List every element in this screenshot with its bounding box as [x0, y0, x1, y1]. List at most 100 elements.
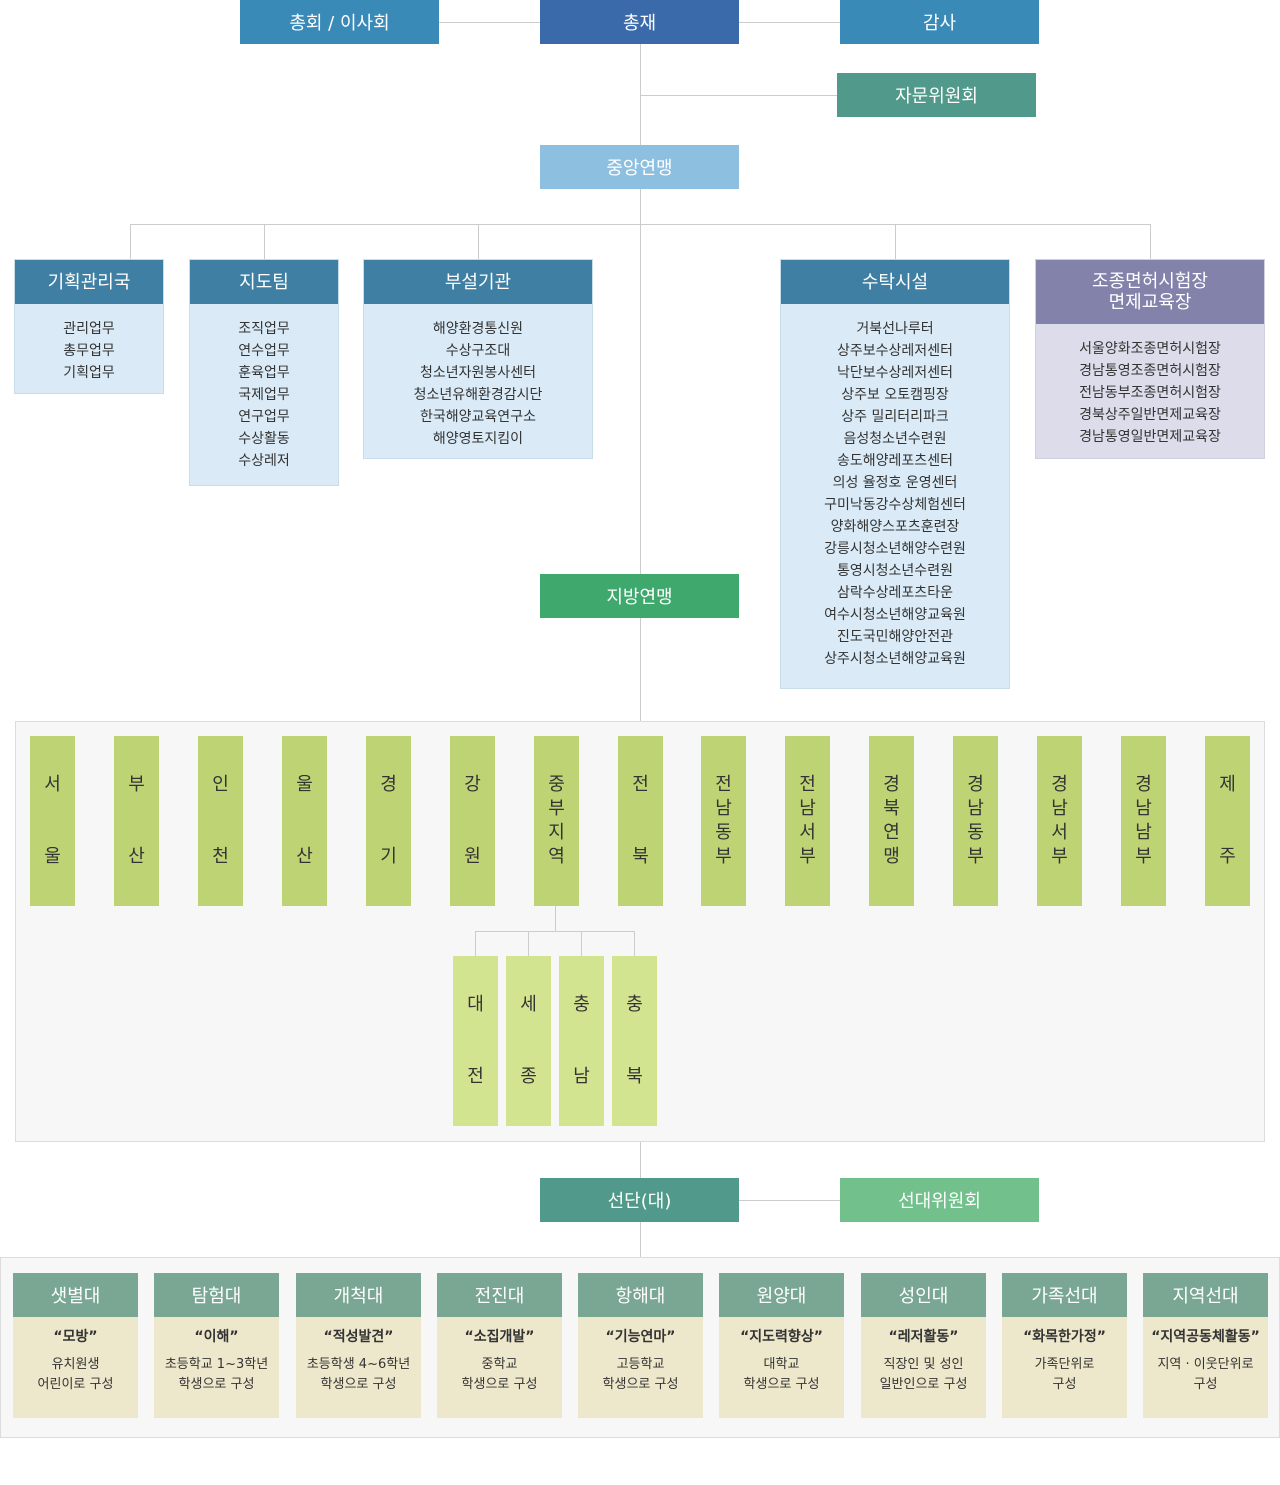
troop-name: 원양대 [719, 1273, 844, 1317]
dept-exam-center: 조종면허시험장 면제교육장 서울양화조종면허시험장 경남통영조종면허시험장 전남… [1035, 259, 1265, 459]
list-item: 구미낙동강수상체험센터 [824, 497, 966, 513]
region-char: 울 [296, 774, 313, 795]
list-item: 상주보 오토캠핑장 [841, 387, 949, 403]
region-char: 경 [967, 774, 984, 795]
region-char: 맹 [883, 846, 900, 867]
region-char: 부 [1051, 846, 1068, 867]
troop-desc-line: 어린이로 구성 [37, 1377, 114, 1392]
list-item: 상주시청소년해양교육원 [824, 651, 966, 667]
region-char: 종 [520, 1066, 537, 1087]
troop-desc-line: 대학교 [763, 1357, 800, 1372]
region-char: 경 [1135, 774, 1152, 795]
dept-items: 해양환경통신원 수상구조대 청소년자원봉사센터 청소년유해환경감시단 한국해양교… [364, 304, 592, 450]
region-char: 남 [799, 798, 816, 819]
region-char: 부 [1135, 846, 1152, 867]
list-item: 연구업무 [238, 409, 290, 425]
advisory-line [640, 95, 838, 96]
region-char: 부 [128, 774, 145, 795]
dept-h-line [130, 224, 1151, 225]
dept-items: 관리업무 총무업무 기획업무 [15, 304, 163, 384]
region-char: 경 [1051, 774, 1068, 795]
list-item: 수상활동 [238, 431, 290, 447]
region-char: 충 [573, 994, 590, 1015]
region-char: 북 [632, 846, 649, 867]
sub-drop-1 [475, 931, 476, 956]
list-item: 서울양화조종면허시험장 [1079, 341, 1221, 357]
region-char: 지 [548, 822, 565, 843]
region-char: 원 [464, 846, 481, 867]
troop-motto: “지도력향상” [740, 1329, 823, 1345]
list-item: 해양환경통신원 [432, 321, 524, 337]
region-char: 전 [632, 774, 649, 795]
troop-desc-line: 지역 · 이웃단위로 [1157, 1357, 1254, 1372]
dept-title: 기획관리국 [15, 260, 163, 304]
list-item: 해양영토지킴이 [432, 431, 524, 447]
region-char: 서 [1051, 822, 1068, 843]
troop-desc-line: 일반인으로 구성 [879, 1377, 968, 1392]
dept-planning: 기획관리국 관리업무 총무업무 기획업무 [14, 259, 164, 394]
list-item: 연수업무 [238, 343, 290, 359]
dept-items: 거북선나루터 상주보수상레저센터 낙단보수상레저센터 상주보 오토캠핑장 상주 … [781, 304, 1009, 670]
troop-name: 성인대 [861, 1273, 986, 1317]
list-item: 훈육업무 [238, 365, 290, 381]
region-char: 남 [573, 1066, 590, 1087]
region-char: 인 [212, 774, 229, 795]
dept-drop-5 [1150, 224, 1151, 260]
list-item: 경남통영일반면제교육장 [1079, 429, 1221, 445]
dept-facilities: 수탁시설 거북선나루터 상주보수상레저센터 낙단보수상레저센터 상주보 오토캠핑… [780, 259, 1010, 689]
region-char: 전 [799, 774, 816, 795]
troop-name: 항해대 [578, 1273, 703, 1317]
dept-title-line2: 면제교육장 [1108, 292, 1192, 313]
advisory-box: 자문위원회 [837, 73, 1036, 117]
troop-motto: “기능연마” [605, 1329, 676, 1345]
president-box: 총재 [540, 0, 739, 44]
list-item: 총무업무 [63, 343, 115, 359]
region-char: 남 [1051, 798, 1068, 819]
sub-drop-line [555, 906, 556, 931]
region-char: 제 [1219, 774, 1236, 795]
region-char: 부 [548, 798, 565, 819]
troop-desc-line: 유치원생 [51, 1357, 100, 1372]
list-item: 청소년자원봉사센터 [420, 365, 536, 381]
region-char: 충 [626, 994, 643, 1015]
list-item: 수상구조대 [445, 343, 511, 359]
troop-committee-line [739, 1200, 841, 1201]
dept-items: 서울양화조종면허시험장 경남통영조종면허시험장 전남동부조종면허시험장 경북상주… [1036, 324, 1264, 448]
region-char: 남 [1135, 822, 1152, 843]
sub-drop-3 [581, 931, 582, 956]
troop-desc-line: 구성 [1052, 1377, 1077, 1392]
region-char: 남 [715, 798, 732, 819]
troop-motto: “소집개발” [464, 1329, 535, 1345]
trunk-line [640, 44, 641, 721]
audit-box: 감사 [840, 0, 1039, 44]
region-char: 기 [380, 846, 397, 867]
list-item: 진도국민해양안전관 [837, 629, 953, 645]
central-box: 중앙연맹 [540, 145, 739, 189]
list-item: 관리업무 [63, 321, 115, 337]
list-item: 경남통영조종면허시험장 [1079, 363, 1221, 379]
